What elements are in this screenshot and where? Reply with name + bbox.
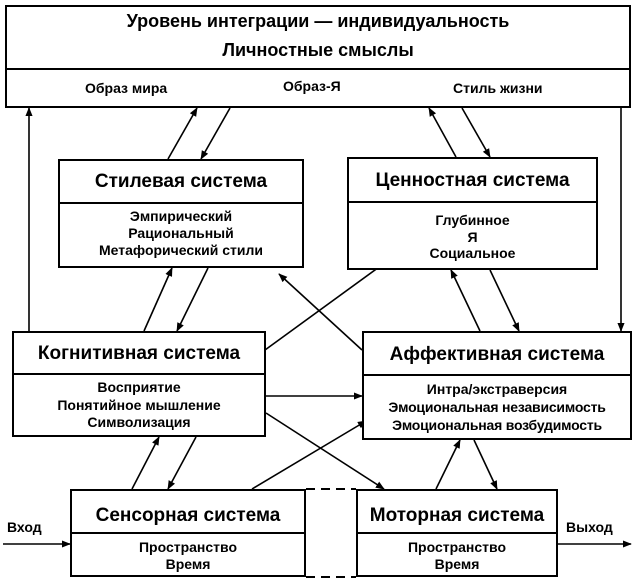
input-label: Вход: [7, 519, 42, 535]
integration-title: Уровень интеграции — индивидуальность: [126, 11, 510, 31]
lifestyle-label: Стиль жизни: [453, 80, 543, 96]
sensory-line-2: Время: [165, 556, 211, 572]
motor-line-2: Время: [434, 556, 480, 572]
arrow-cognitive-to-styl: [143, 267, 173, 332]
integration-divider: [7, 68, 629, 70]
arrow-cognitive-to-value: [264, 261, 387, 351]
affective-system-box: Аффективная система Интра/экстраверсия Э…: [362, 331, 632, 440]
sensory-line-1: Пространство: [138, 539, 238, 555]
stylistic-divider: [60, 202, 302, 204]
affective-line-3: Эмоциональная возбудимость: [392, 417, 602, 433]
cognitive-line-3: Символизация: [87, 414, 191, 430]
value-system-box: Ценностная система Глубинное Я Социально…: [347, 157, 598, 270]
arrow-top-to-styl: [200, 107, 231, 160]
cognitive-line-1: Восприятие: [97, 379, 181, 395]
arrow-affective-to-styl: [278, 273, 363, 351]
motor-divider: [358, 532, 556, 534]
integration-level-box: Уровень интеграции — индивидуальность Ли…: [5, 5, 631, 108]
value-line-1: Глубинное: [435, 212, 510, 228]
value-line-3: Социальное: [429, 245, 516, 261]
arrow-affective-to-motor: [473, 439, 498, 490]
value-divider: [349, 201, 596, 203]
stylistic-line-2: Рациональный: [128, 225, 234, 241]
arrow-top-to-value: [461, 107, 491, 158]
arrow-motor-to-affective: [435, 439, 461, 490]
arrow-affective-to-value: [450, 269, 481, 332]
value-line-2: Я: [467, 229, 478, 245]
affective-line-1: Интра/экстраверсия: [426, 381, 568, 397]
cognitive-title: Когнитивная система: [37, 343, 241, 364]
motor-line-1: Пространство: [407, 539, 507, 555]
affective-divider: [364, 374, 630, 376]
value-title: Ценностная система: [375, 170, 570, 191]
cognitive-line-2: Понятийное мышление: [57, 397, 221, 413]
stylistic-title: Стилевая система: [94, 171, 268, 192]
motor-system-box: Моторная система Пространство Время: [356, 489, 558, 577]
arrow-sensory-to-affective: [251, 420, 367, 490]
arrow-styl-to-top: [167, 107, 198, 160]
stylistic-system-box: Стилевая система Эмпирический Рациональн…: [58, 159, 304, 268]
world-image-label: Образ мира: [85, 80, 168, 96]
arrow-styl-to-cognitive: [176, 267, 209, 332]
self-image-label: Образ-Я: [283, 78, 341, 94]
arrow-sensory-to-cognitive: [131, 436, 160, 490]
affective-line-2: Эмоциональная независимость: [388, 399, 606, 415]
arrow-cognitive-to-motor: [265, 412, 385, 490]
stylistic-line-3: Метафорический стили: [98, 242, 264, 258]
integration-subtitle: Личностные смыслы: [222, 40, 414, 60]
cognitive-divider: [14, 373, 264, 375]
affective-title: Аффективная система: [389, 344, 605, 365]
cognitive-system-box: Когнитивная система Восприятие Понятийно…: [12, 331, 266, 437]
motor-title: Моторная система: [369, 505, 545, 526]
arrow-value-to-affective: [489, 269, 520, 332]
sensory-title: Сенсорная система: [95, 505, 281, 526]
arrow-value-to-top: [428, 107, 457, 158]
arrow-cognitive-to-sensory: [167, 436, 197, 490]
output-label: Выход: [566, 519, 613, 535]
sensory-divider: [72, 532, 304, 534]
stylistic-line-1: Эмпирический: [129, 208, 233, 224]
sensory-system-box: Сенсорная система Пространство Время: [70, 489, 306, 577]
